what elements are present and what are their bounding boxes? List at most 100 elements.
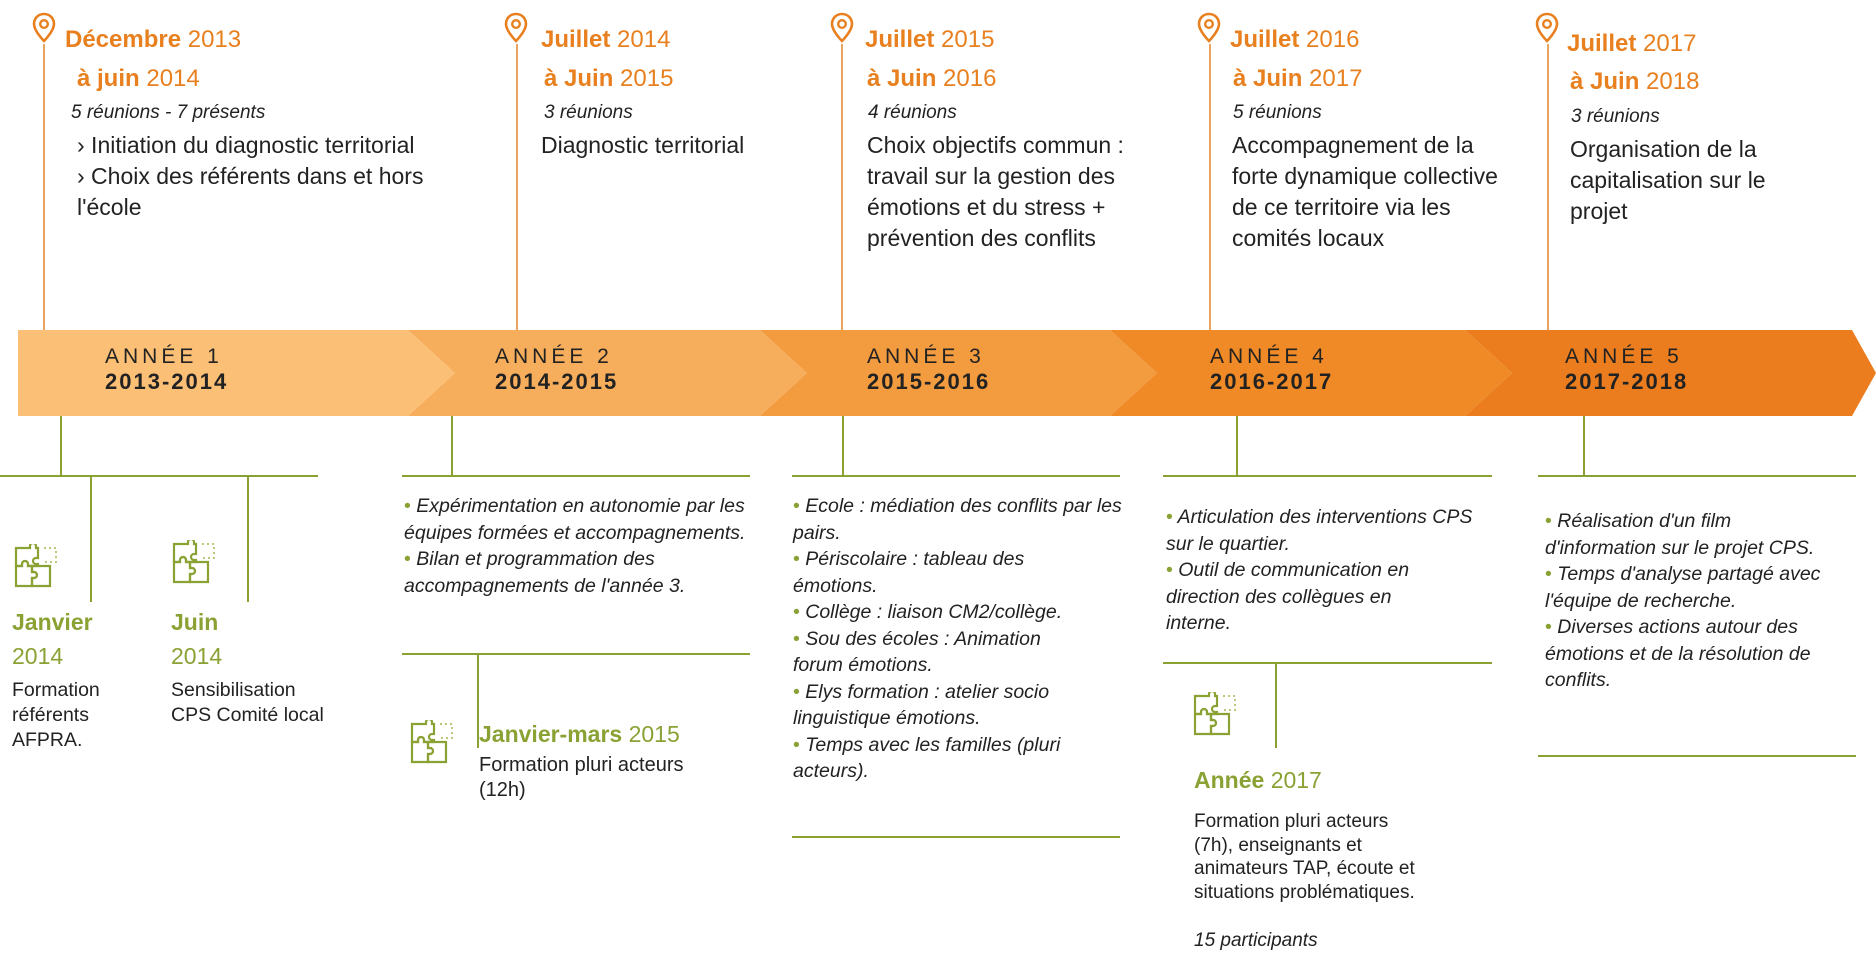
puzzle-icon [14,544,57,588]
event-1-date-start: Décembre 2013 [65,26,242,53]
event-1-date-end: à juin 2014 [77,65,200,92]
year-2-bullets: • Expérimentation en autonomie par les é… [404,493,754,599]
year-4-bullets: • Articulation des interventions CPS sur… [1166,504,1486,637]
year-4-segment [1110,330,1512,416]
divider-line [402,653,750,655]
year-3-bullets: • Ecole : médiation des conflits par les… [793,493,1123,785]
training-participants: 15 participants [1194,930,1318,951]
training-month: Janvier [12,609,93,635]
bullet-item: • Outil de communication en direction de… [1166,559,1410,634]
connector-line [451,416,453,476]
training-desc: Formation pluri acteurs (7h), enseignant… [1194,811,1415,903]
year-3-block: ANNÉE 3 2015-2016 [867,345,990,395]
divider-line [1538,475,1856,477]
event-2-date-start: Juillet 2014 [541,26,671,53]
year-range: 2013-2014 [105,369,229,394]
event-4-date-start: Juillet 2016 [1230,26,1360,53]
event-4-date-end: à Juin 2017 [1233,65,1363,92]
training-juin-2014: Juin 2014 Sensibilisation CPS Comité loc… [171,608,331,728]
year-1-block: ANNÉE 1 2013-2014 [105,345,228,395]
connector-line [90,476,92,602]
divider-line [792,475,1120,477]
year-5-bullets: • Réalisation d'un film d'information su… [1545,508,1855,694]
training-janvier-2014: Janvier 2014 Formation référents AFPRA. [12,608,122,753]
connector-line [1209,44,1211,330]
connector-line [1583,416,1585,476]
bullet-item: • Articulation des interventions CPS sur… [1166,506,1473,555]
timeline-arrow [18,330,1876,416]
year-label: ANNÉE 4 [1210,345,1328,368]
event-3-date-start: Juillet 2015 [865,26,995,53]
year-2-block: ANNÉE 2 2014-2015 [495,345,618,395]
puzzle-icon [1193,692,1236,736]
training-year: 2014 [12,643,64,669]
event-4-meta: 5 réunions [1233,102,1322,123]
training-month: Juin [171,609,219,635]
year-1-segment [18,330,455,416]
training-desc: Sensibilisation CPS Comité local [171,679,324,726]
connector-line [1547,44,1549,330]
event-4-desc: Accompagnement de la forte dynamique col… [1232,132,1498,251]
bullet-item: • Elys formation : atelier socio linguis… [793,680,1050,730]
bullet-item: • Bilan et programmation des accompagnem… [404,548,686,597]
event-5-meta: 3 réunions [1571,106,1660,127]
connector-line [842,416,844,476]
connector-line [516,44,518,330]
year-5-block: ANNÉE 5 2017-2018 [1565,345,1688,395]
bullet-item: • Périscolaire : tableau des émotions. [793,548,1025,597]
year-range: 2014-2015 [495,369,619,394]
bullet-item: • Diverses actions autour des émotions e… [1545,616,1811,691]
year-4-block: ANNÉE 4 2016-2017 [1210,345,1333,395]
connector-line [60,416,62,476]
divider-line [0,475,318,477]
event-5-date-start: Juillet 2017 [1567,30,1697,57]
divider-line [1538,755,1856,757]
divider-line [792,836,1120,838]
year-label: ANNÉE 2 [495,345,613,368]
training-desc: Formation pluri acteurs (12h) [479,754,684,801]
event-1-meta: 5 réunions - 7 présents [71,102,266,123]
divider-line [1163,662,1492,664]
bullet-item: • Ecole : médiation des conflits par les… [793,495,1122,544]
bullet-item: • Temps d'analyse partagé avec l'équipe … [1545,563,1821,612]
bullet-item: • Expérimentation en autonomie par les é… [404,495,746,544]
year-label: ANNÉE 5 [1565,345,1683,368]
bullet-item: • Sou des écoles : Animation forum émoti… [793,627,1041,677]
event-1-desc-1: › Initiation du diagnostic territorial [77,132,415,158]
training-title: Année 2017 [1194,767,1322,793]
year-range: 2017-2018 [1565,369,1689,394]
year-3-segment [760,330,1157,416]
event-3-desc: Choix objectifs commun : travail sur la … [867,132,1124,251]
event-5-desc: Organisation de la capitalisation sur le… [1570,136,1766,224]
location-pin-icon [1197,12,1221,43]
connector-line [477,654,479,748]
training-title: Janvier-mars 2015 [479,721,680,747]
event-2-meta: 3 réunions [544,102,633,123]
year-label: ANNÉE 1 [105,345,223,368]
event-5-date-end: à Juin 2018 [1570,68,1700,95]
bullet-item: • Réalisation d'un film d'information su… [1545,510,1815,559]
event-2-date-end: à Juin 2015 [544,65,674,92]
event-3-meta: 4 réunions [868,102,957,123]
bullet-item: • Temps avec les familles (pluri acteurs… [793,733,1061,783]
event-3-date-end: à Juin 2016 [867,65,997,92]
year-range: 2016-2017 [1210,369,1334,394]
year-range: 2015-2016 [867,369,991,394]
location-pin-icon [1535,12,1559,43]
divider-line [402,475,750,477]
bullet-item: • Collège : liaison CM2/collège. [793,601,1063,623]
connector-line [841,44,843,330]
training-desc: Formation référents AFPRA. [12,679,100,751]
year-5-segment [1465,330,1876,416]
year-label: ANNÉE 3 [867,345,985,368]
connector-line [1275,663,1277,748]
divider-line [1163,475,1492,477]
event-1-desc-2: › Choix des référents dans et hors l'éco… [77,163,424,220]
location-pin-icon [830,12,854,43]
connector-line [43,44,45,330]
event-2-desc: Diagnostic territorial [541,132,745,158]
location-pin-icon [32,12,56,43]
year-2-segment [408,330,807,416]
training-year: 2014 [171,643,223,669]
puzzle-icon [172,540,215,584]
